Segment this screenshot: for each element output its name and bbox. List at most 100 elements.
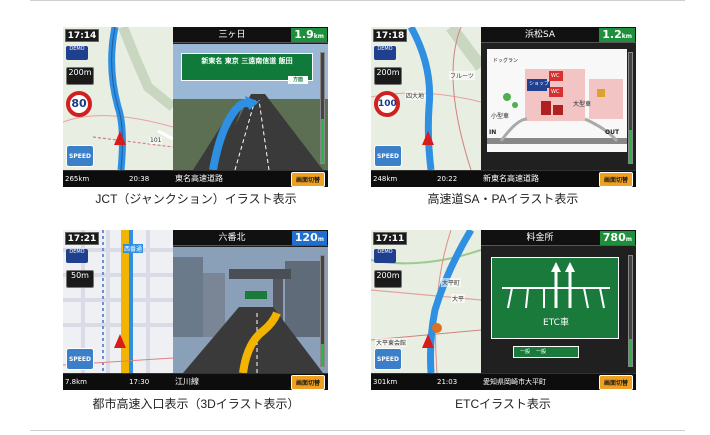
dog-run-label: ドッグラン xyxy=(493,58,519,64)
approach-progress-bar xyxy=(628,52,633,164)
arrival-time: 20:38 xyxy=(129,175,150,183)
caption-sa: 高速道SA・PAイラスト表示 xyxy=(427,192,579,206)
vehicle-position-icon xyxy=(422,334,434,348)
vehicle-position-icon xyxy=(422,131,434,145)
speed-limit-sign: 100 xyxy=(374,91,400,117)
screen-switch-button[interactable]: 画面切替 xyxy=(599,172,633,187)
etc-illustration: 料金所 780m ETC車 一般 一般 xyxy=(481,230,636,373)
bottom-divider xyxy=(30,430,685,431)
distance-to-point: 120m xyxy=(291,231,327,245)
clock: 17:18 xyxy=(373,29,407,42)
wc-label: WC xyxy=(550,73,561,80)
speed-limit-sign: 80 xyxy=(66,91,92,117)
small-car-parking-label: 小型車 xyxy=(491,113,510,120)
toll-gate-view: ETC車 一般 一般 xyxy=(481,247,636,373)
map-scale-button[interactable]: 200m xyxy=(374,270,402,288)
remaining-distance: 248km xyxy=(373,175,398,183)
toll-gate-strip: 一般 一般 xyxy=(513,346,579,358)
arrival-time: 17:30 xyxy=(129,378,150,386)
caption-etc: ETCイラスト表示 xyxy=(455,397,551,411)
place-label: 大平東会館 xyxy=(375,338,408,347)
current-road-name: 東名高速道路 xyxy=(175,174,223,183)
remaining-distance: 301km xyxy=(373,378,398,386)
guide-header: 料金所 780m xyxy=(481,230,636,246)
demo-button[interactable]: DEMO xyxy=(66,249,88,263)
speed-button[interactable]: SPEED xyxy=(66,145,94,167)
etc-lane-sign: ETC車 xyxy=(491,257,619,339)
caption-jct: JCT（ジャンクション）イラスト表示 xyxy=(95,192,297,206)
map-view[interactable]: 17:18 DEMO 200m 100 SPEED 四大地 フルーツ xyxy=(371,27,481,170)
place-label: 大平町 xyxy=(441,278,462,287)
route-number-label: 101 xyxy=(149,137,163,144)
current-road-name: 江川線 xyxy=(175,377,199,386)
vehicle-position-icon xyxy=(114,334,126,348)
map-scale-button[interactable]: 200m xyxy=(66,67,94,85)
3d-road-view xyxy=(173,247,328,373)
street-label: 西番通 xyxy=(123,244,144,253)
exit-label: OUT xyxy=(605,129,620,136)
service-area-illustration: 浜松SA 1.2km xyxy=(481,27,636,170)
remaining-distance: 265km xyxy=(65,175,90,183)
arrival-time: 21:03 xyxy=(437,378,458,386)
map-scale-button[interactable]: 200m xyxy=(374,67,402,85)
current-road-name: 愛知県岡崎市大平町 xyxy=(483,378,546,386)
screen-switch-button[interactable]: 画面切替 xyxy=(291,375,325,390)
speed-button[interactable]: SPEED xyxy=(374,145,402,167)
arrival-time: 20:22 xyxy=(437,175,458,183)
etc-nav-screen: 17:11 DEMO 200m SPEED 大平町 大平 大平東会館 料金所 7… xyxy=(371,230,636,390)
place-label: 四大地 xyxy=(405,91,426,100)
junction-illustration: 三ヶ日 1.9km 新東名 東京 三遠南信道 飯田 方面 xyxy=(173,27,328,170)
speed-button[interactable]: SPEED xyxy=(66,348,94,370)
guide-header: 浜松SA 1.2km xyxy=(481,27,636,43)
jct-nav-screen: 17:14 DEMO 200m 80 SPEED 101 三ヶ日 1.9km 新… xyxy=(63,27,328,187)
guide-point-name: 料金所 xyxy=(526,233,554,243)
map-scale-button[interactable]: 50m xyxy=(66,270,94,288)
place-label: フルーツ xyxy=(449,71,475,80)
place-label: 大平 xyxy=(451,294,466,303)
distance-to-point: 1.2km xyxy=(599,28,635,42)
remaining-distance: 7.8km xyxy=(65,378,88,386)
demo-button[interactable]: DEMO xyxy=(374,249,396,263)
status-bar: 301km 21:03 愛知県岡崎市大平町 画面切替 xyxy=(371,373,636,390)
wc-label: WC xyxy=(550,89,561,96)
status-bar: 248km 20:22 新東名高速道路 画面切替 xyxy=(371,170,636,187)
city-nav-screen: 17:21 DEMO 50m SPEED 西番通 六番北 120m xyxy=(63,230,328,390)
current-road-name: 新東名高速道路 xyxy=(483,174,539,183)
approach-progress-bar xyxy=(320,52,325,164)
direction-sign: 新東名 東京 三遠南信道 飯田 方面 xyxy=(181,53,313,84)
clock: 17:11 xyxy=(373,232,407,245)
screen-switch-button[interactable]: 画面切替 xyxy=(599,375,633,390)
clock: 17:14 xyxy=(65,29,99,42)
general-lane-label: 一般 xyxy=(519,349,530,355)
status-bar: 265km 20:38 東名高速道路 画面切替 xyxy=(63,170,328,187)
top-divider xyxy=(30,0,685,1)
sa-nav-screen: 17:18 DEMO 200m 100 SPEED 四大地 フルーツ 浜松SA … xyxy=(371,27,636,187)
sa-layout-view: ショップ WC WC 小型車 大型車 ドッグラン IN OUT xyxy=(481,44,636,170)
screen-switch-button[interactable]: 画面切替 xyxy=(291,172,325,187)
guide-header: 六番北 120m xyxy=(173,230,328,246)
status-bar: 7.8km 17:30 江川線 画面切替 xyxy=(63,373,328,390)
demo-button[interactable]: DEMO xyxy=(374,46,396,60)
map-view[interactable]: 17:14 DEMO 200m 80 SPEED 101 xyxy=(63,27,173,170)
clock: 17:21 xyxy=(65,232,99,245)
approach-progress-bar xyxy=(628,255,633,367)
sign-direction-tag: 方面 xyxy=(288,76,308,84)
3d-entrance-illustration: 六番北 120m xyxy=(173,230,328,373)
large-car-parking-label: 大型車 xyxy=(573,101,592,108)
map-view[interactable]: 17:21 DEMO 50m SPEED 西番通 xyxy=(63,230,173,373)
entrance-label: IN xyxy=(489,129,497,136)
map-view[interactable]: 17:11 DEMO 200m SPEED 大平町 大平 大平東会館 xyxy=(371,230,481,373)
approach-progress-bar xyxy=(320,255,325,367)
general-lane-label: 一般 xyxy=(535,349,546,355)
shop-label: ショップ xyxy=(528,81,551,88)
demo-button[interactable]: DEMO xyxy=(66,46,88,60)
vehicle-position-icon xyxy=(114,131,126,145)
distance-to-point: 1.9km xyxy=(291,28,327,42)
caption-city: 都市高速入口表示（3Dイラスト表示） xyxy=(92,397,300,411)
guide-point-name: 浜松SA xyxy=(524,30,556,40)
etc-lane-label: ETC車 xyxy=(543,318,569,328)
speed-button[interactable]: SPEED xyxy=(374,348,402,370)
guide-point-name: 六番北 xyxy=(218,233,246,243)
distance-to-point: 780m xyxy=(599,231,635,245)
guide-header: 三ヶ日 1.9km xyxy=(173,27,328,43)
